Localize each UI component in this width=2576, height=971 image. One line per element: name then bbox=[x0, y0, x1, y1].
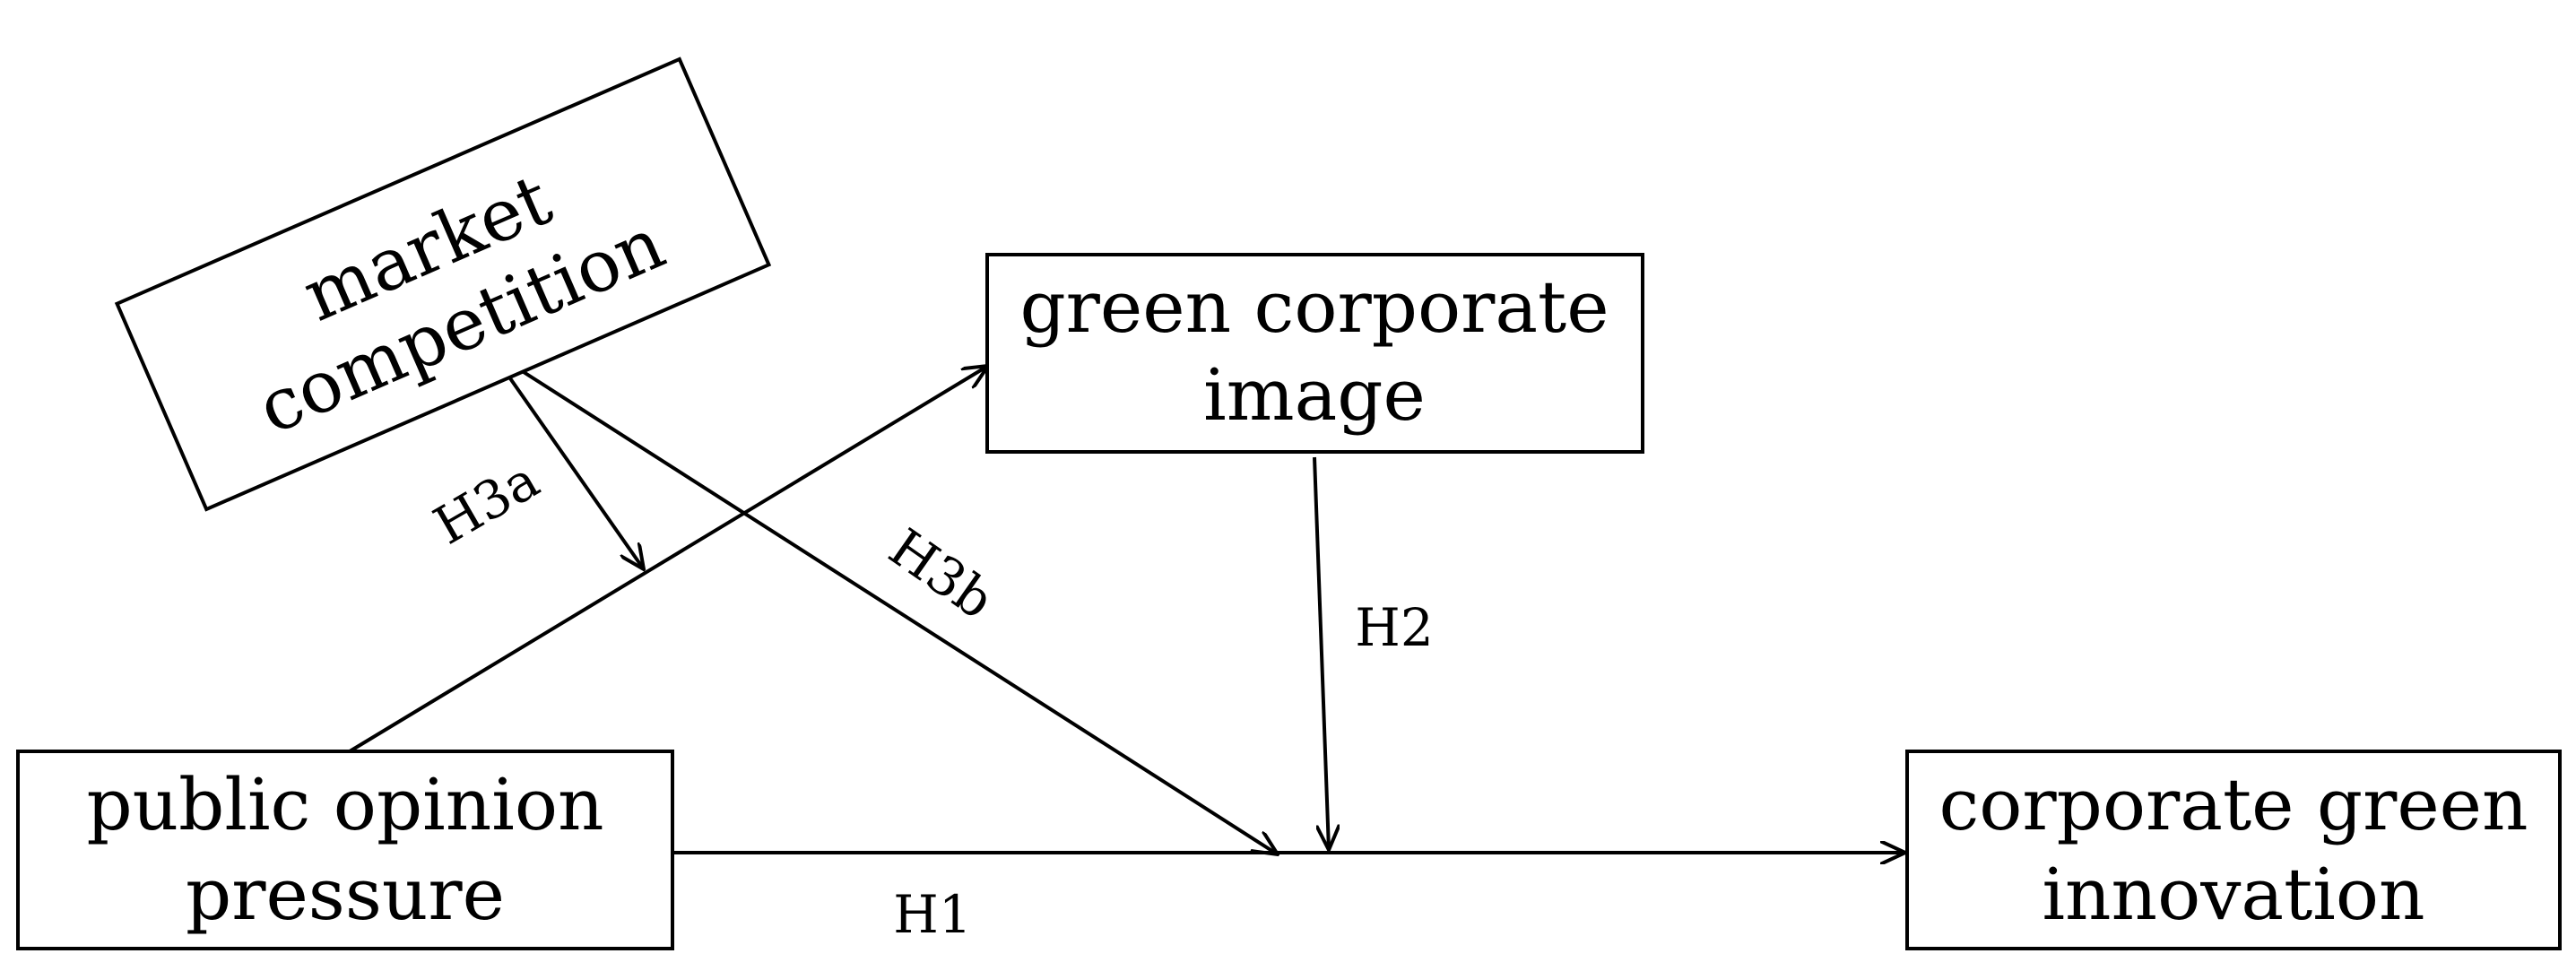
h3b-label: H3b bbox=[878, 516, 1004, 630]
corporate-green-innovation-node: corporate green innovation bbox=[1905, 750, 2562, 950]
h2-label: H2 bbox=[1355, 597, 1433, 658]
market-competition-node: market competition bbox=[114, 56, 772, 512]
green-corporate-image-line1: green corporate bbox=[1019, 265, 1609, 349]
public-opinion-pressure-line2: pressure bbox=[186, 853, 505, 936]
mediation-arrow-to-image bbox=[348, 366, 988, 753]
corporate-green-innovation-line2: innovation bbox=[2042, 853, 2424, 936]
h2-arrow bbox=[1313, 456, 1329, 850]
corporate-green-innovation-line1: corporate green bbox=[1939, 763, 2528, 846]
green-corporate-image-line2: image bbox=[1203, 353, 1426, 437]
green-corporate-image-node: green corporate image bbox=[985, 253, 1644, 454]
h3a-arrow bbox=[490, 350, 644, 569]
public-opinion-pressure-line1: public opinion bbox=[86, 763, 603, 846]
public-opinion-pressure-node: public opinion pressure bbox=[16, 750, 674, 950]
h1-label: H1 bbox=[893, 884, 971, 945]
h3a-label: H3a bbox=[424, 449, 550, 557]
h3b-arrow bbox=[490, 350, 1278, 854]
